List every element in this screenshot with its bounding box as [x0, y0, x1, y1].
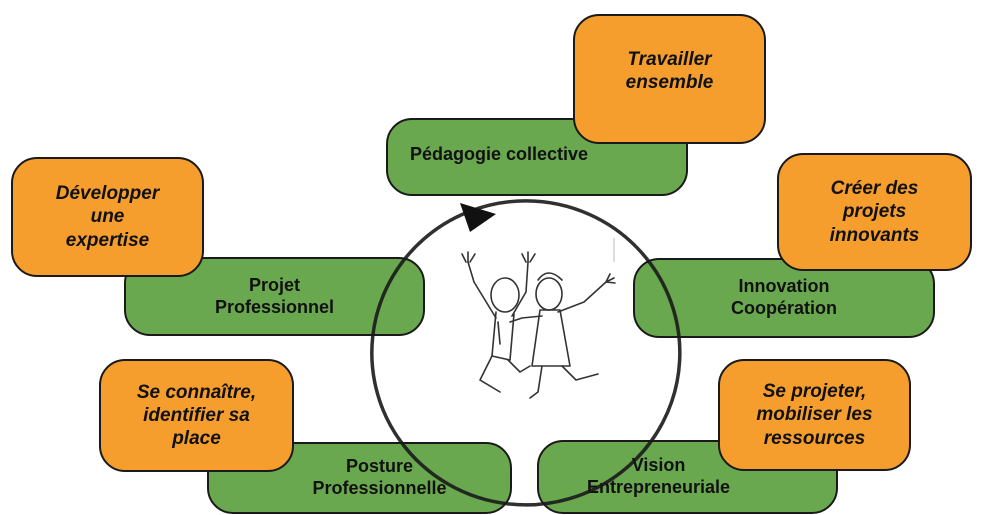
goal-label: Se connaître, identifier sa place [136, 381, 257, 450]
goal-travailler-ensemble: Travailler ensemble [573, 14, 766, 144]
goal-se-connaitre: Se connaître, identifier sa place [99, 359, 294, 472]
goal-label: Créer des projets innovants [829, 178, 920, 246]
goal-label: Développer une expertise [55, 183, 160, 251]
goal-creer-projets: Créer des projets innovants [777, 153, 972, 271]
node-label: Posture Professionnelle [312, 456, 447, 498]
node-innovation-cooperation: Innovation Coopération [633, 258, 935, 338]
goal-label: Travailler ensemble [625, 49, 714, 94]
arrowhead-icon [460, 203, 496, 232]
goal-se-projeter: Se projeter, mobiliser les ressources [718, 359, 911, 471]
node-label: Vision Entrepreneuriale [587, 455, 731, 497]
celebrating-people-illustration [461, 251, 616, 399]
goal-label: Se projeter, mobiliser les ressources [756, 381, 873, 449]
node-label: Innovation Coopération [731, 276, 837, 318]
node-label: Pédagogie collective [410, 144, 589, 164]
node-label: Projet Professionnel [214, 274, 335, 317]
goal-developper-expertise: Développer une expertise [11, 157, 204, 277]
